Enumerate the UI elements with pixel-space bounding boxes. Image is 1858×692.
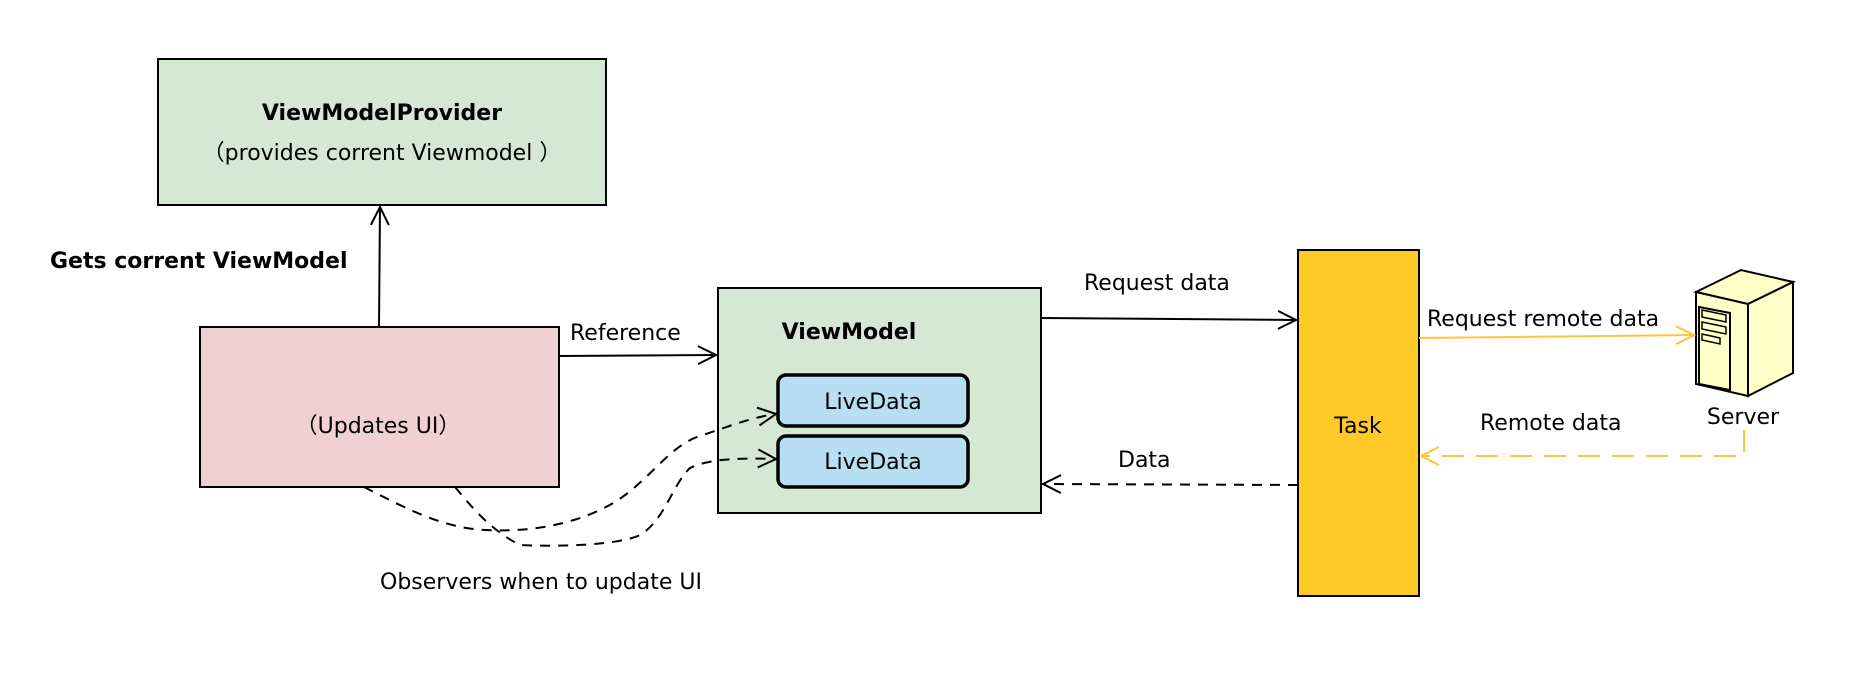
edge-gets-viewmodel[interactable]: Gets corrent ViewModel [50,204,390,328]
viewmodel-node[interactable]: ViewModel LiveData LiveData [717,287,1042,514]
livedata-item[interactable]: LiveData [776,434,970,489]
viewmodel-provider-title: ViewModelProvider [262,101,502,126]
edge-request-remote-label: Request remote data [1427,307,1659,332]
edge-request-data-label: Request data [1084,271,1230,296]
updates-ui-node[interactable]: （Updates UI） [199,326,560,488]
edge-observer-line [363,406,779,532]
edge-observer-line [454,448,779,547]
server-icon[interactable]: Server [1693,268,1796,430]
edge-observers[interactable]: Observers when to update UI [363,406,779,595]
livedata-box [776,373,970,428]
edge-remote-data-label: Remote data [1480,411,1621,436]
edge-remote-data[interactable]: Remote data [1418,411,1745,466]
server-drive-slot [1701,333,1721,345]
server-drive-slot [1701,309,1727,323]
edge-reference-label: Reference [570,321,681,346]
viewmodel-provider-subtitle: （provides corrent Viewmodel ） [203,141,562,166]
edge-data-line [1040,474,1299,494]
edge-reference[interactable]: Reference [558,321,719,366]
viewmodel-title: ViewModel [782,320,917,345]
edge-gets-viewmodel-line [369,204,390,328]
task-box [1297,249,1420,597]
edge-remote-data-line [1418,430,1745,466]
viewmodel-provider-node[interactable]: ViewModelProvider （provides corrent View… [157,58,607,206]
task-label: Task [1333,414,1382,439]
updates-ui-box [199,326,560,488]
edge-request-data-line [1040,309,1299,330]
viewmodel-provider-box [157,58,607,206]
updates-ui-label: （Updates UI） [296,414,461,439]
livedata-label: LiveData [824,390,921,415]
edge-data-label: Data [1118,448,1171,473]
livedata-label: LiveData [824,450,921,475]
livedata-item[interactable]: LiveData [776,373,970,428]
server-drive-slot [1701,321,1727,335]
edge-request-data[interactable]: Request data [1040,271,1299,330]
edge-observers-label: Observers when to update UI [380,570,702,595]
server-label: Server [1707,405,1780,430]
edge-request-remote[interactable]: Request remote data [1418,307,1697,346]
task-node[interactable]: Task [1297,249,1420,597]
edge-gets-viewmodel-label: Gets corrent ViewModel [50,249,348,274]
edge-reference-line [558,345,719,366]
edge-data[interactable]: Data [1040,448,1299,494]
edge-request-remote-line [1418,325,1697,346]
